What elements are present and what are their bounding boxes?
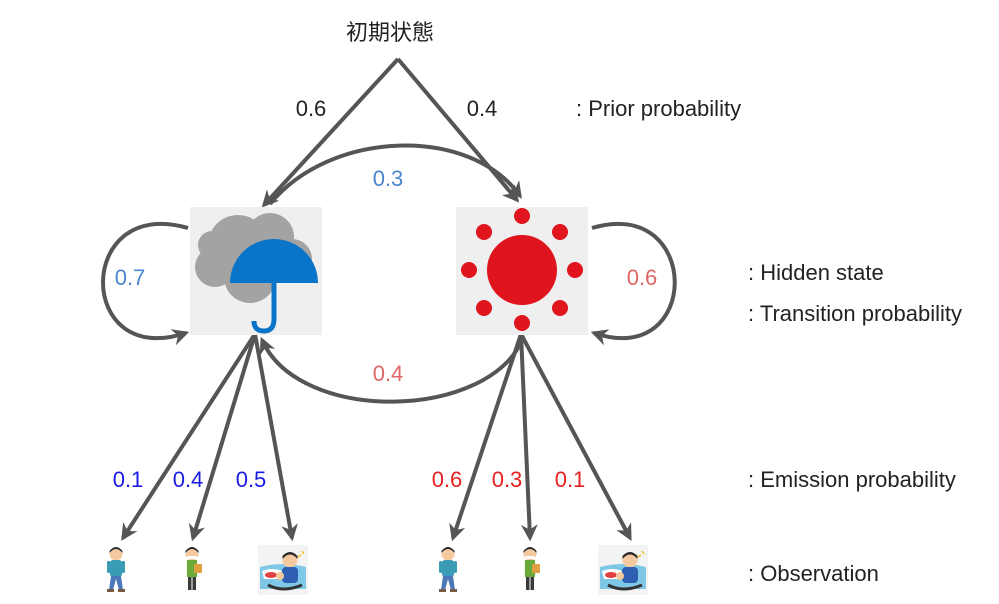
emission-prob-rainy-1: 0.1 bbox=[113, 467, 144, 492]
transition-prob-rainy-self: 0.7 bbox=[115, 265, 146, 290]
walk-person-icon bbox=[439, 547, 457, 592]
rain-umbrella-icon bbox=[190, 207, 322, 335]
emission-arrow-sunny-3 bbox=[519, 333, 632, 541]
sun-icon bbox=[456, 207, 588, 335]
legend-prior: : Prior probability bbox=[576, 96, 741, 121]
emission-arrow-rainy-1 bbox=[121, 332, 257, 541]
shopping-person-icon bbox=[523, 547, 540, 590]
legend-hidden-state: : Hidden state bbox=[748, 260, 884, 285]
emission-prob-rainy-3: 0.5 bbox=[236, 467, 267, 492]
emission-arrow-sunny-1 bbox=[449, 333, 523, 542]
walk-person-icon bbox=[107, 547, 125, 592]
initial-state-label: 初期状態 bbox=[346, 20, 434, 45]
transition-arrow-sunny-to-rainy bbox=[259, 336, 525, 404]
legend-emission: : Emission probability bbox=[748, 467, 956, 492]
prior-arrow-sunny bbox=[396, 57, 520, 203]
emission-prob-rainy-2: 0.4 bbox=[173, 467, 204, 492]
emission-arrow-sunny-2 bbox=[519, 333, 538, 542]
prior-prob-rainy: 0.6 bbox=[296, 96, 327, 121]
transition-prob-rainy-to-sunny: 0.3 bbox=[373, 166, 404, 191]
emission-arrow-rainy-2 bbox=[188, 333, 257, 542]
self-loop-rainy bbox=[101, 221, 190, 346]
emission-prob-sunny-3: 0.1 bbox=[555, 467, 586, 492]
car-cleaning-person-icon bbox=[596, 543, 650, 597]
emission-prob-sunny-1: 0.6 bbox=[432, 467, 463, 492]
legend-observation: : Observation bbox=[748, 561, 879, 586]
legend-transition: : Transition probability bbox=[748, 301, 962, 326]
emission-prob-sunny-2: 0.3 bbox=[492, 467, 523, 492]
transition-prob-sunny-self: 0.6 bbox=[627, 265, 658, 290]
transition-arrow-rainy-to-sunny bbox=[268, 143, 522, 206]
emission-arrow-rainy-3 bbox=[253, 333, 298, 542]
prior-prob-sunny: 0.4 bbox=[467, 96, 498, 121]
shopping-person-icon bbox=[185, 547, 202, 590]
prior-arrow-rainy bbox=[261, 57, 400, 208]
self-loop-sunny bbox=[590, 221, 677, 346]
transition-prob-sunny-to-rainy: 0.4 bbox=[373, 361, 404, 386]
car-cleaning-person-icon bbox=[256, 543, 310, 597]
